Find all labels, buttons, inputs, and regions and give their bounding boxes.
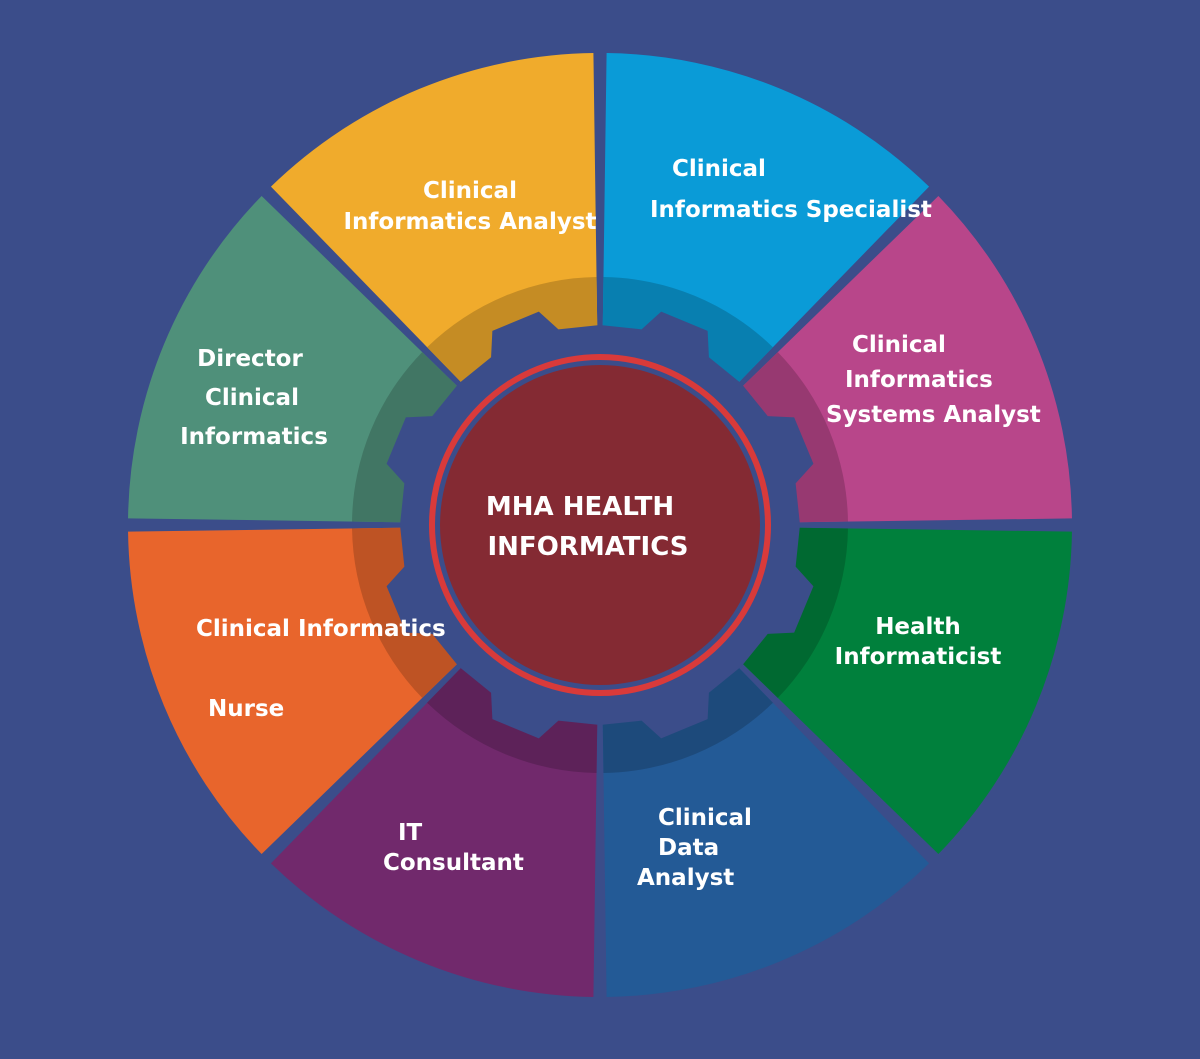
segment-label-line: Systems Analyst bbox=[826, 402, 1041, 428]
center-ring bbox=[429, 354, 771, 696]
segment-label-line: Analyst bbox=[637, 865, 734, 891]
center-disc bbox=[440, 365, 760, 685]
center-title-line-2: INFORMATICS bbox=[488, 532, 689, 562]
segment-label-line: Data bbox=[658, 835, 719, 861]
segment-label-line: Informatics Specialist bbox=[650, 197, 932, 223]
segment-label-line: Informatics Analyst bbox=[343, 209, 596, 235]
segment-label-line: Director bbox=[197, 346, 303, 372]
segment-label-line: IT bbox=[398, 820, 423, 846]
segment-label-line: Clinical bbox=[658, 805, 752, 831]
segment-label-line: Health bbox=[875, 614, 961, 640]
segment-label-line: Nurse bbox=[208, 696, 284, 722]
segment-label-line: Clinical bbox=[205, 385, 299, 411]
segment-label-line: Clinical bbox=[852, 332, 946, 358]
segment-label-line: Consultant bbox=[383, 850, 524, 876]
segment-label-line: Clinical Informatics bbox=[196, 616, 446, 642]
segment-label-line: Informaticist bbox=[835, 644, 1002, 670]
segment-label-line: Informatics bbox=[180, 424, 328, 450]
segment-label-line: Clinical bbox=[423, 178, 517, 204]
center-title-line-1: MHA HEALTH bbox=[486, 492, 674, 522]
segment-label-line: Clinical bbox=[672, 156, 766, 182]
segment-label-it-consultant: IT Consultant bbox=[383, 820, 524, 876]
segment-label-line: Informatics bbox=[845, 367, 993, 393]
